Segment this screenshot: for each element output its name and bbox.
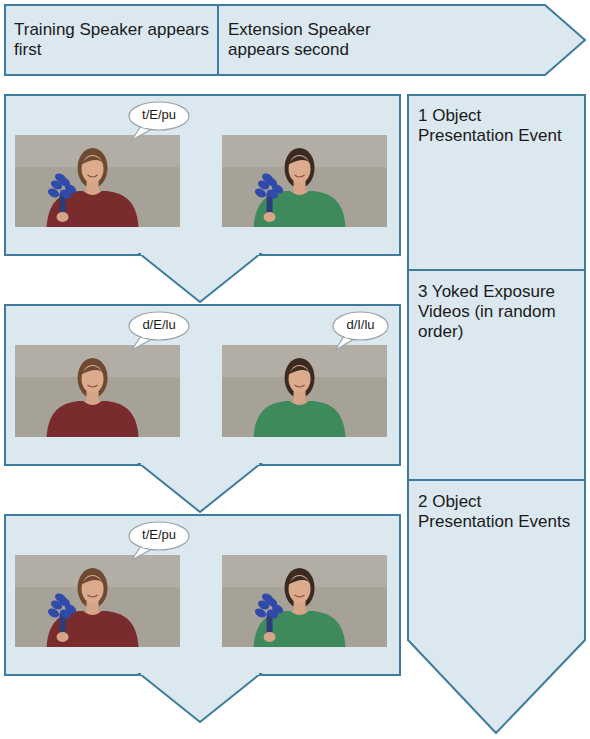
trial-panel (5, 305, 400, 512)
banner-text: Training Speaker appears first (14, 20, 212, 60)
banner-chevron (5, 5, 585, 75)
phase-text: 2 Object Presentation Events (418, 492, 578, 532)
down-chevron (140, 254, 260, 302)
speaker-photo (15, 345, 180, 437)
speaker-photo (15, 555, 180, 647)
phase-text: 3 Yoked Exposure Videos (in random order… (418, 282, 578, 342)
phase-text: 1 Object Presentation Event (418, 106, 578, 146)
phase-divider (408, 269, 585, 271)
speaker-photo (222, 345, 387, 437)
speech-text: d/E/lu (128, 311, 190, 339)
banner-cell: Extension Speaker appears second (228, 20, 418, 60)
banner-divider (217, 5, 219, 75)
trial-box (5, 95, 400, 255)
trial-box (5, 515, 400, 675)
speaker-photo (222, 555, 387, 647)
banner-text: Extension Speaker appears second (228, 20, 418, 60)
trial-panel (5, 515, 400, 722)
phase-arrow (408, 95, 585, 733)
speech-bubble: d/I/lu (332, 311, 389, 351)
speech-text: t/E/pu (128, 101, 190, 129)
down-chevron (140, 464, 260, 512)
speech-bubble: t/E/pu (128, 521, 190, 561)
trial-box (5, 305, 400, 465)
speech-bubble: t/E/pu (128, 101, 190, 141)
banner-cell: Training Speaker appears first (14, 20, 212, 60)
speech-bubble: d/E/lu (128, 311, 190, 351)
phase-label: 2 Object Presentation Events (418, 492, 578, 532)
speaker-photo (222, 135, 387, 227)
phase-label: 1 Object Presentation Event (418, 106, 578, 146)
down-chevron (140, 674, 260, 722)
speech-text: d/I/lu (332, 311, 389, 339)
speech-text: t/E/pu (128, 521, 190, 549)
phase-divider (408, 479, 585, 481)
phase-label: 3 Yoked Exposure Videos (in random order… (418, 282, 578, 342)
speaker-photo (15, 135, 180, 227)
trial-panel (5, 95, 400, 302)
